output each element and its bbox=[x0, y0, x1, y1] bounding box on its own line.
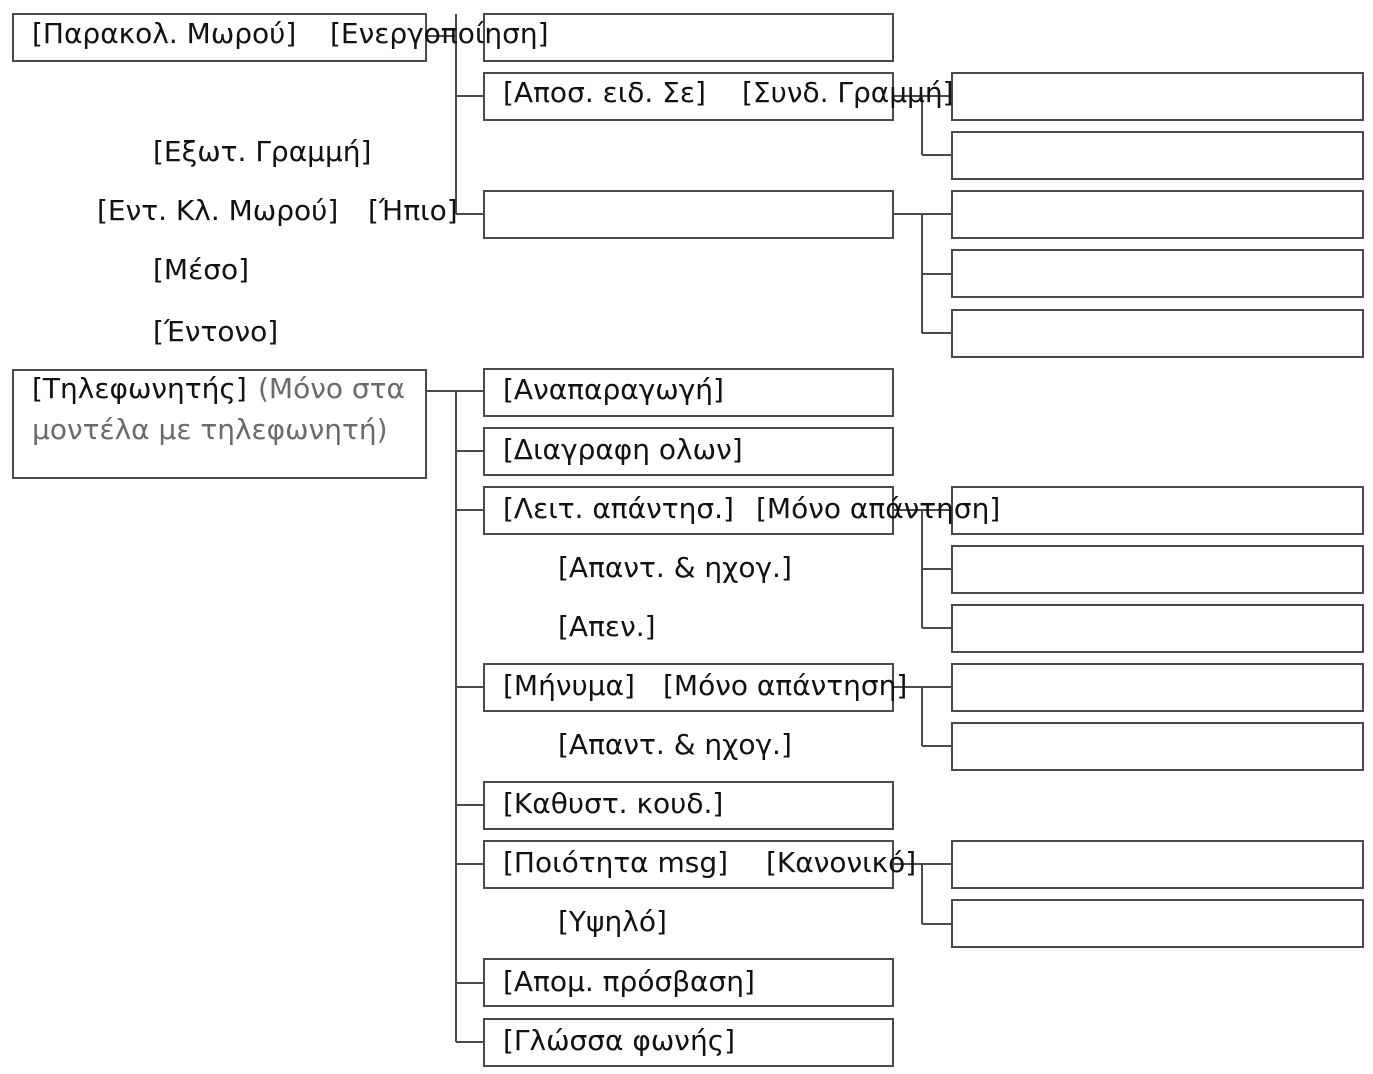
remote-access-node bbox=[483, 958, 894, 1007]
msg-quality-option-label: [Υψηλό] bbox=[558, 905, 667, 938]
message-option-label: [Απαντ. & ηχογ.] bbox=[558, 728, 792, 761]
model-availability-note: (Μόνο στα bbox=[258, 372, 405, 405]
cry-level-label: [Εντ. Κλ. Μωρού] bbox=[97, 194, 339, 227]
answer-mode-option-label: [Μόνο απάντηση] bbox=[756, 492, 1001, 525]
answer-mode-option-box bbox=[951, 545, 1364, 594]
delete-all-label: [Διαγραφη ολων] bbox=[503, 433, 743, 466]
delete-all-node bbox=[483, 427, 894, 476]
voice-language-node bbox=[483, 1018, 894, 1067]
message-option-label: [Μόνο απάντηση] bbox=[663, 669, 908, 702]
answer-mode-option-label: [Απεν.] bbox=[558, 610, 656, 643]
send-alert-option-box bbox=[951, 72, 1364, 121]
answer-mode-option-box bbox=[951, 486, 1364, 535]
play-node bbox=[483, 368, 894, 417]
send-alert-option-label: [Εξωτ. Γραμμή] bbox=[153, 135, 372, 168]
send-alert-option-box bbox=[951, 131, 1364, 180]
cry-level-option-label: [Ήπιο] bbox=[368, 194, 458, 227]
answering-machine-node bbox=[12, 369, 427, 479]
cry-level-option-box bbox=[951, 249, 1364, 298]
answer-mode-option-label: [Απαντ. & ηχογ.] bbox=[558, 551, 792, 584]
activation-node bbox=[483, 13, 894, 62]
msg-quality-option-box bbox=[951, 840, 1364, 889]
ring-delay-label: [Καθυστ. κουδ.] bbox=[503, 787, 724, 820]
cry-level-node bbox=[483, 190, 894, 239]
send-alert-option-label: [Συνδ. Γραμμή] bbox=[742, 76, 954, 109]
play-label: [Αναπαραγωγή] bbox=[503, 373, 724, 406]
msg-quality-node bbox=[483, 840, 894, 889]
voice-language-label: [Γλώσσα φωνής] bbox=[503, 1024, 736, 1057]
msg-quality-option-label: [Κανονικό] bbox=[766, 846, 917, 879]
msg-quality-label: [Ποιότητα msg] bbox=[503, 846, 729, 879]
answer-mode-option-box bbox=[951, 604, 1364, 653]
baby-call-node bbox=[12, 13, 427, 62]
answer-mode-label: [Λειτ. απάντησ.] bbox=[503, 492, 734, 525]
ring-delay-node bbox=[483, 781, 894, 830]
message-node bbox=[483, 663, 894, 712]
model-availability-note: μοντέλα με τηλεφωνητή) bbox=[32, 413, 388, 446]
message-option-box bbox=[951, 663, 1364, 712]
cry-level-option-label: [Έντονο] bbox=[153, 315, 279, 348]
send-alert-node bbox=[483, 72, 894, 121]
message-option-box bbox=[951, 722, 1364, 771]
answer-mode-node bbox=[483, 486, 894, 535]
remote-access-label: [Απομ. πρόσβαση] bbox=[503, 965, 755, 998]
baby-call-label: [Παρακολ. Μωρού] bbox=[32, 17, 297, 50]
send-alert-label: [Αποσ. ειδ. Σε] bbox=[503, 76, 706, 109]
answering-machine-label: [Τηλεφωνητής] bbox=[32, 372, 247, 405]
cry-level-option-box bbox=[951, 190, 1364, 239]
cry-level-option-box bbox=[951, 309, 1364, 358]
cry-level-option-label: [Μέσο] bbox=[153, 253, 250, 286]
message-label: [Μήνυμα] bbox=[503, 669, 635, 702]
activation-label: [Ενεργοποίηση] bbox=[330, 17, 549, 50]
msg-quality-option-box bbox=[951, 899, 1364, 948]
